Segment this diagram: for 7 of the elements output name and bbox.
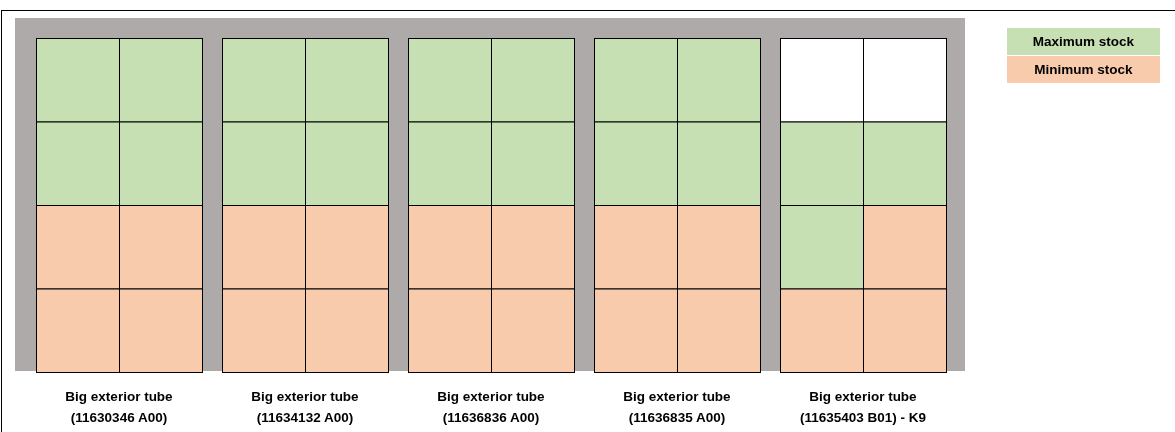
legend-item: Maximum stock — [1007, 28, 1160, 55]
rack-caption: Big exterior tube (11636836 A00) — [436, 388, 546, 427]
rack-caption: Big exterior tube (11634132 A00) — [250, 388, 360, 427]
rack-caption: Big exterior tube (11630346 A00) — [64, 388, 174, 427]
rack-caption: Big exterior tube (11636835 A00) — [622, 388, 732, 427]
rack-caption: Big exterior tube (11635403 B01) - K9 — [798, 388, 928, 427]
legend-item: Minimum stock — [1007, 56, 1160, 83]
